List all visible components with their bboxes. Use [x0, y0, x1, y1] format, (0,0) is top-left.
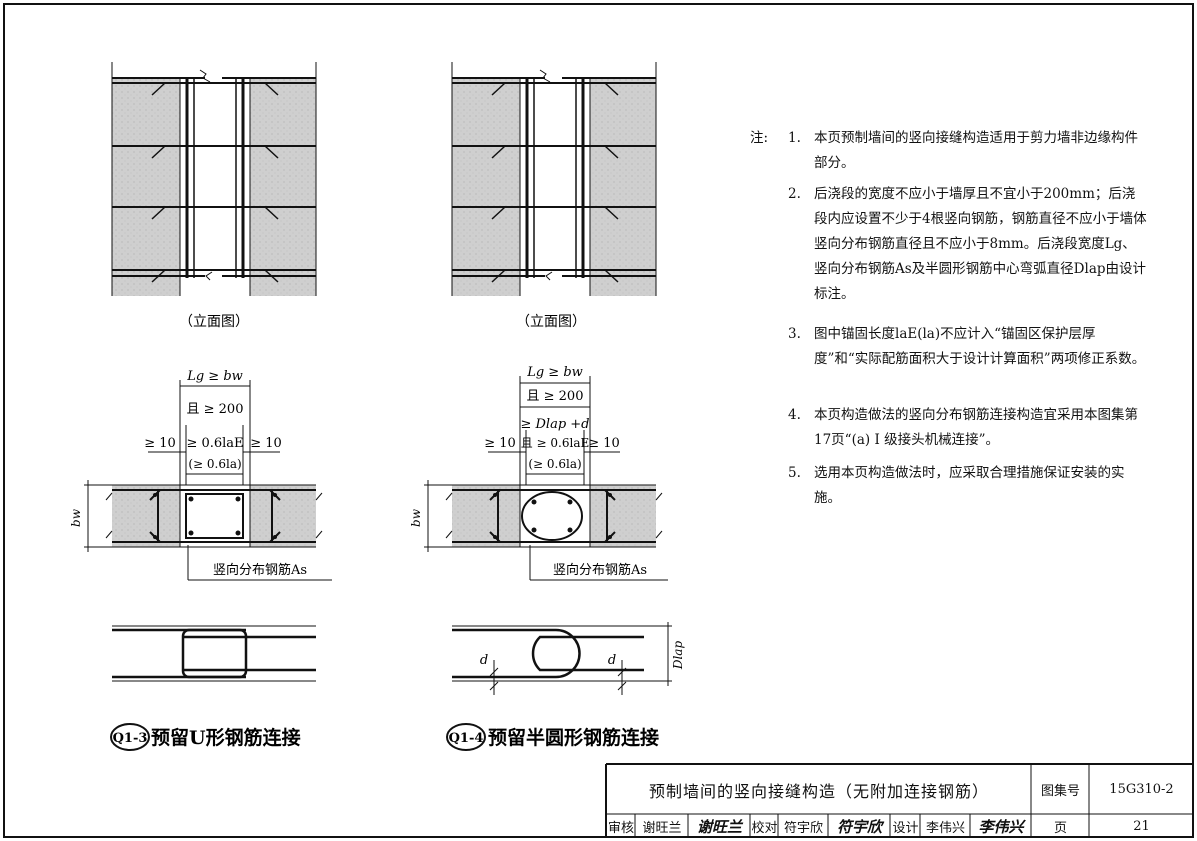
- left-dimension-lines: [84, 380, 332, 581]
- right-detail-title: Q1-4 预留半圆形钢筋连接: [446, 723, 659, 751]
- right-elevation-view: [451, 62, 657, 296]
- right-detail-title-text: 预留半圆形钢筋连接: [488, 726, 659, 749]
- note-item: 5. 选用本页构造做法时，应采取合理措施保证安装的实施。: [788, 461, 1148, 511]
- designer-signature: 李伟兴: [978, 817, 1024, 836]
- check-label: 校对: [751, 820, 778, 836]
- right-dim-d-right: d: [608, 653, 616, 668]
- title-block-grid: [605, 763, 1193, 837]
- note-item: 4. 本页构造做法的竖向分布钢筋连接构造宜采用本图集第17页“(a) I 级接头…: [788, 403, 1148, 453]
- page-number: 21: [1133, 818, 1150, 834]
- design-label: 设计: [892, 820, 919, 836]
- sheet-border: [3, 3, 1194, 838]
- note-number: 3.: [788, 326, 801, 342]
- left-elevation-view: [111, 62, 317, 296]
- note-number: 5.: [788, 465, 801, 481]
- left-elevation-caption: （立面图）: [179, 314, 249, 330]
- right-plan-section: [445, 484, 663, 548]
- right-dim-bw: bw: [409, 508, 423, 527]
- note-text: 本页构造做法的竖向分布钢筋连接构造宜采用本图集第17页“(a) I 级接头机械连…: [814, 407, 1138, 448]
- right-dim-lg-top: Lg ≥ bw: [526, 365, 583, 380]
- reviewer-signature: 谢旺兰: [696, 817, 742, 836]
- note-item: 2. 后浇段的宽度不应小于墙厚且不宜小于200mm；后浇段内应设置不少于4根竖向…: [788, 182, 1148, 307]
- notes-heading: 注:: [750, 130, 769, 146]
- left-dim-side-left: ≥ 10: [144, 436, 176, 451]
- right-dim-dlap-side: Dlap: [671, 641, 685, 671]
- right-semicircle-bar-detail: [452, 622, 672, 695]
- right-dim-lap-bottom: (≥ 0.6la): [528, 457, 581, 471]
- atlas-label: 图集号: [1040, 784, 1080, 799]
- right-dim-side-left: ≥ 10: [484, 436, 516, 451]
- drawing-title: 预制墙间的竖向接缝构造（无附加连接钢筋）: [648, 781, 989, 801]
- left-dim-lg-bottom: 且 ≥ 200: [187, 402, 244, 417]
- left-detail-title-text: 预留U形钢筋连接: [151, 726, 301, 749]
- checker-name: 符宇欣: [783, 820, 823, 836]
- left-plan-section: [105, 484, 323, 548]
- left-dim-lap-bottom: (≥ 0.6la): [188, 457, 241, 471]
- page-label: 页: [1053, 820, 1067, 836]
- right-elevation-caption: （立面图）: [516, 314, 586, 330]
- atlas-number: 15G310-2: [1109, 782, 1174, 797]
- right-dim-side-right: ≥ 10: [588, 436, 620, 451]
- left-dim-side-right: ≥ 10: [250, 436, 282, 451]
- note-text: 本页预制墙间的竖向接缝构造适用于剪力墙非边缘构件部分。: [814, 130, 1138, 171]
- right-rebar-label: 竖向分布钢筋As: [553, 562, 647, 578]
- review-label: 审核: [607, 820, 634, 836]
- right-detail-tag: Q1-4: [449, 731, 484, 746]
- right-dim-lap-top: 且 ≥ 0.6laE: [521, 436, 590, 450]
- left-detail-title: Q1-3 预留U形钢筋连接: [110, 723, 301, 751]
- left-dim-lg-top: Lg ≥ bw: [186, 369, 243, 384]
- note-number: 2.: [788, 186, 801, 202]
- designer-name: 李伟兴: [925, 820, 965, 836]
- note-text: 选用本页构造做法时，应采取合理措施保证安装的实施。: [814, 465, 1125, 506]
- note-number: 4.: [788, 407, 801, 423]
- left-detail-tag: Q1-3: [113, 731, 148, 746]
- right-dim-d-left: d: [480, 653, 488, 668]
- note-number: 1.: [788, 130, 801, 146]
- checker-signature: 符宇欣: [836, 817, 882, 836]
- right-dim-dlap: ≥ Dlap +d: [520, 417, 589, 432]
- note-text: 后浇段的宽度不应小于墙厚且不宜小于200mm；后浇段内应设置不少于4根竖向钢筋，…: [814, 186, 1147, 302]
- left-rebar-label: 竖向分布钢筋As: [213, 562, 307, 578]
- right-dim-lg-bottom: 且 ≥ 200: [527, 389, 584, 404]
- note-text: 图中锚固长度laE(la)不应计入“锚固区保护层厚度”和“实际配筋面积大于设计计…: [814, 326, 1146, 367]
- note-item: 3. 图中锚固长度laE(la)不应计入“锚固区保护层厚度”和“实际配筋面积大于…: [788, 322, 1148, 372]
- right-dimension-lines: [424, 376, 668, 581]
- reviewer-name: 谢旺兰: [642, 820, 682, 836]
- left-u-bar-detail: [112, 625, 316, 682]
- left-dim-bw: bw: [69, 508, 83, 527]
- note-item: 1. 本页预制墙间的竖向接缝构造适用于剪力墙非边缘构件部分。: [788, 126, 1148, 176]
- left-dim-lap-top: ≥ 0.6laE: [186, 436, 243, 451]
